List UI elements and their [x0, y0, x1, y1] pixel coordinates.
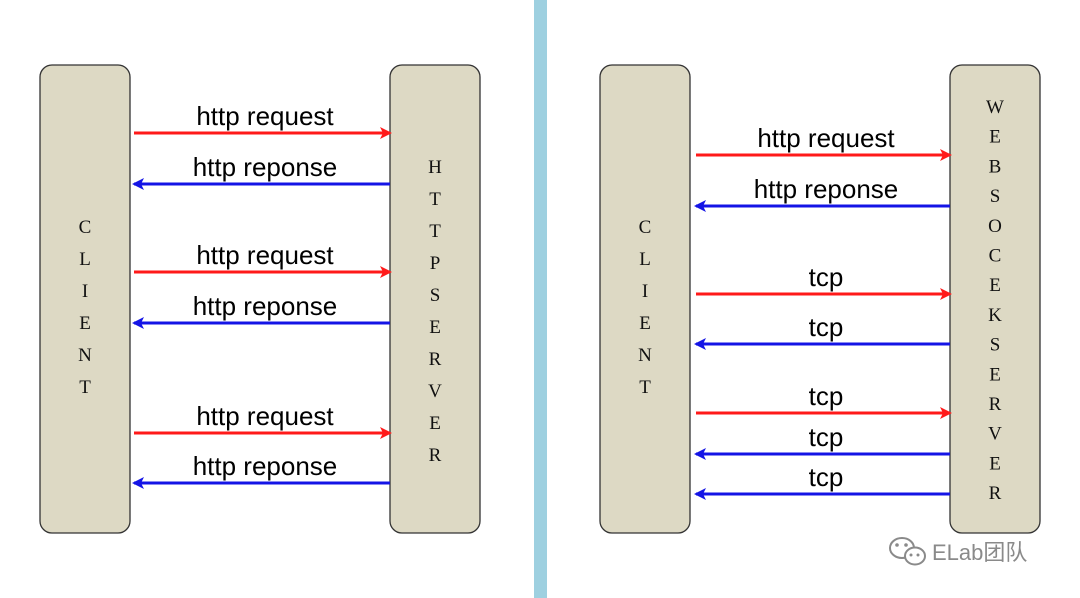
http-server-letter: R	[429, 445, 442, 466]
websocket-message-label: http reponse	[754, 174, 899, 204]
websocket-server-letter: S	[990, 335, 1001, 356]
http-message-label: http reponse	[193, 152, 338, 182]
http-message-list: http request http reponse http request http…	[132, 101, 392, 489]
http-client-letter: E	[79, 313, 91, 334]
websocket-message-label: tcp	[809, 462, 844, 492]
websocket-server-letter: R	[989, 483, 1002, 504]
http-server-letter: T	[429, 221, 441, 242]
websocket-server-letter: E	[989, 364, 1001, 385]
websocket-message-label: tcp	[809, 381, 844, 411]
wechat-icon	[889, 537, 926, 566]
websocket-client-letter: C	[639, 217, 652, 238]
http-server-letter: E	[429, 413, 441, 434]
websocket-server-letter: E	[989, 127, 1001, 148]
http-server-letter: P	[430, 253, 441, 274]
websocket-server-letter: B	[989, 156, 1002, 177]
websocket-server-letter: E	[989, 275, 1001, 296]
websocket-client-letter: I	[642, 281, 648, 302]
websocket-message-list: http request http reponse tcp tcp tcp tcp tcp	[694, 123, 952, 500]
http-client-box	[39, 64, 131, 534]
websocket-server-letter: V	[988, 424, 1002, 445]
websocket-server-letter: K	[988, 305, 1002, 326]
http-client-letter: L	[79, 249, 91, 270]
websocket-client-letter: N	[638, 345, 652, 366]
http-message-label: http request	[196, 240, 334, 270]
websocket-client-letter: L	[639, 249, 651, 270]
http-server-letter: V	[428, 381, 442, 402]
center-divider	[534, 0, 547, 598]
http-server-letter: S	[430, 285, 441, 306]
http-server-letter: H	[428, 157, 442, 178]
http-client-letter: I	[82, 281, 88, 302]
websocket-server-letter: S	[990, 186, 1001, 207]
http-message-label: http request	[196, 101, 334, 131]
websocket-server-letter: C	[989, 246, 1002, 267]
http-server-letter: T	[429, 189, 441, 210]
websocket-message-label: http request	[757, 123, 895, 153]
websocket-server-letter: W	[986, 97, 1004, 118]
websocket-message-label: tcp	[809, 422, 844, 452]
websocket-client-box	[599, 64, 691, 534]
http-server-box	[389, 64, 481, 534]
http-message-label: http request	[196, 401, 334, 431]
websocket-message-label: tcp	[809, 262, 844, 292]
websocket-client-letter: E	[639, 313, 651, 334]
websocket-message-label: tcp	[809, 312, 844, 342]
websocket-server-letter: R	[989, 394, 1002, 415]
websocket-server-letter: O	[988, 216, 1002, 237]
http-client-letter: T	[79, 377, 91, 398]
watermark: ELab团队	[889, 537, 1027, 566]
websocket-client-letter: T	[639, 377, 651, 398]
http-message-label: http reponse	[193, 451, 338, 481]
http-server-letter: E	[429, 317, 441, 338]
http-message-label: http reponse	[193, 291, 338, 321]
http-server-letter: R	[429, 349, 442, 370]
http-client-letter: N	[78, 345, 92, 366]
watermark-text: ELab团队	[932, 540, 1027, 565]
http-client-letter: C	[79, 217, 92, 238]
websocket-server-letter: E	[989, 453, 1001, 474]
